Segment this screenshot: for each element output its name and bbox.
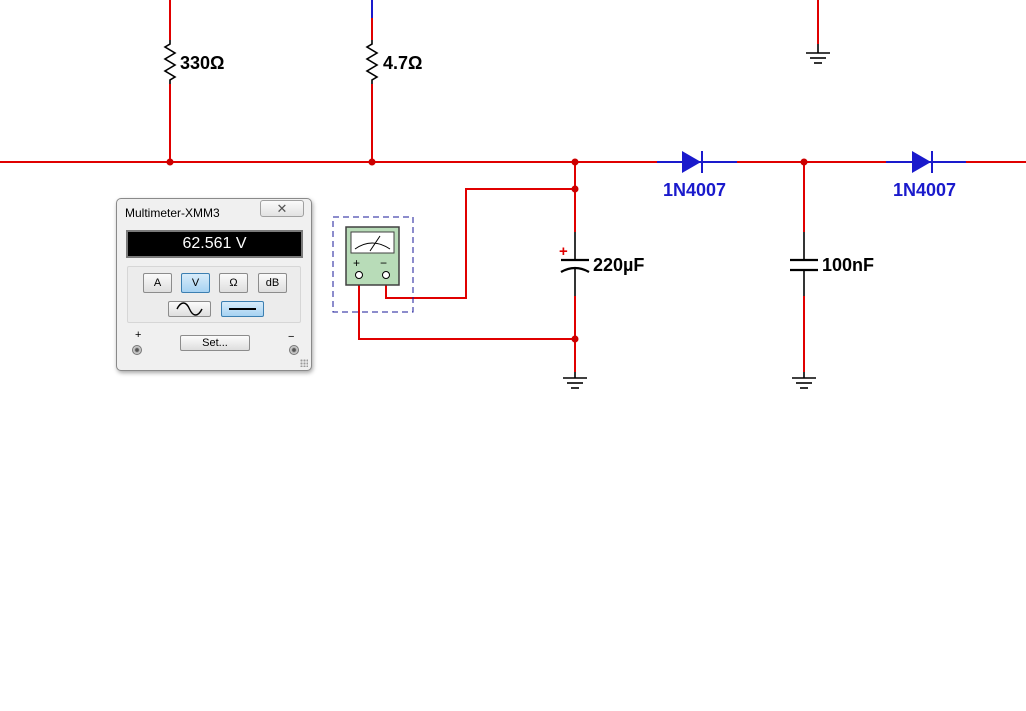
junction-dots bbox=[166, 158, 808, 343]
diode-d2[interactable]: 1N4007 bbox=[886, 151, 966, 200]
meter-terminal-positive[interactable] bbox=[355, 271, 363, 279]
multimeter-title: Multimeter-XMM3 bbox=[125, 206, 220, 220]
capacitor-c2-label: 100nF bbox=[822, 255, 874, 275]
ammeter-mode-button[interactable]: A bbox=[143, 273, 172, 293]
capacitor-c2[interactable]: 100nF bbox=[790, 162, 874, 372]
close-icon: ✕ bbox=[276, 201, 288, 216]
meter-plus-sign: + bbox=[353, 256, 360, 270]
capacitor-c1[interactable]: + 220µF bbox=[559, 162, 644, 372]
ground-symbol-c2 bbox=[792, 372, 816, 389]
ground-symbol-c1 bbox=[563, 372, 587, 389]
negative-terminal-label: − bbox=[288, 331, 295, 343]
dc-signal-button[interactable] bbox=[221, 301, 264, 317]
selection-box bbox=[332, 216, 414, 313]
multimeter-symbol[interactable]: + − bbox=[332, 216, 414, 313]
voltmeter-mode-button[interactable]: V bbox=[181, 273, 210, 293]
dc-line-icon bbox=[229, 308, 256, 310]
reading-display: 62.561 V bbox=[126, 230, 303, 258]
close-button[interactable]: ✕ bbox=[260, 200, 304, 217]
resistor-r2[interactable]: 4.7Ω bbox=[365, 0, 422, 162]
positive-jack[interactable] bbox=[132, 345, 142, 355]
resistor-r2-label: 4.7Ω bbox=[383, 53, 422, 73]
resize-grip-icon[interactable] bbox=[300, 359, 308, 367]
diode-d1-label: 1N4007 bbox=[663, 180, 726, 200]
meter-minus-sign: − bbox=[380, 256, 387, 270]
negative-jack[interactable] bbox=[289, 345, 299, 355]
resistor-r1[interactable]: 330Ω bbox=[163, 0, 224, 162]
multimeter-window[interactable]: Multimeter-XMM3 ✕ 62.561 V A V Ω dB + − … bbox=[116, 198, 312, 371]
ohmmeter-mode-button[interactable]: Ω bbox=[219, 273, 248, 293]
probe-wire-negative[interactable] bbox=[385, 188, 575, 299]
resistor-r1-label: 330Ω bbox=[180, 53, 224, 73]
set-button[interactable]: Set... bbox=[180, 335, 250, 351]
ac-signal-button[interactable] bbox=[168, 301, 211, 317]
decibel-mode-button[interactable]: dB bbox=[258, 273, 287, 293]
capacitor-c1-polarity: + bbox=[559, 243, 568, 260]
diode-d1[interactable]: 1N4007 bbox=[657, 151, 737, 200]
ground-symbol-top bbox=[806, 0, 830, 64]
mode-button-group: A V Ω dB bbox=[127, 266, 301, 323]
probe-wire-positive[interactable] bbox=[358, 276, 575, 340]
positive-terminal-label: + bbox=[135, 329, 142, 341]
meter-terminal-negative[interactable] bbox=[382, 271, 390, 279]
capacitor-c1-label: 220µF bbox=[593, 255, 644, 275]
sine-wave-icon bbox=[176, 302, 203, 316]
diode-d2-label: 1N4007 bbox=[893, 180, 956, 200]
